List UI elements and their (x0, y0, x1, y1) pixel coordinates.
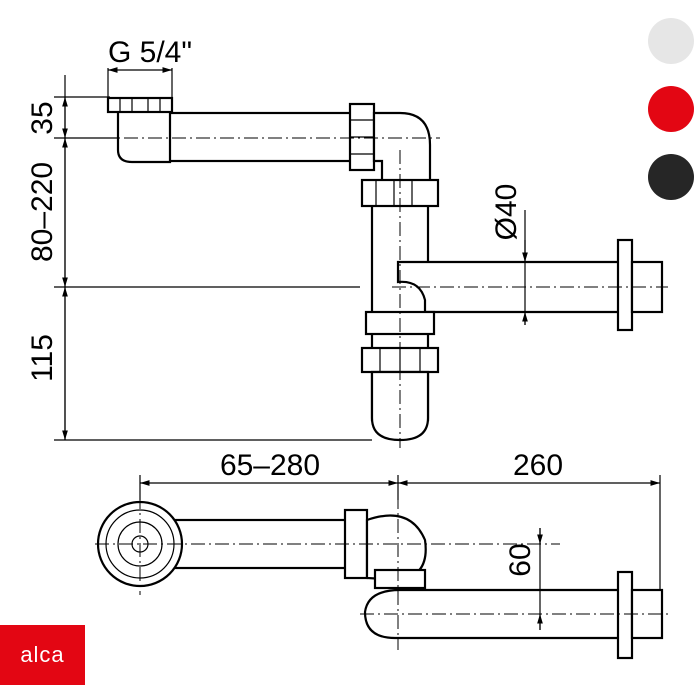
diameter-label: Ø40 (490, 184, 523, 241)
color-swatch-black[interactable] (648, 154, 694, 200)
side-view: 35 80–220 115 G 5/4" Ø40 (26, 36, 668, 448)
dim-offset-label: 60 (504, 543, 537, 576)
color-swatch-white[interactable] (648, 18, 694, 64)
brand-logo-text: alca (20, 642, 65, 667)
bottom-cup (370, 370, 430, 442)
down-elbow (372, 111, 432, 187)
top-riser (373, 568, 427, 590)
wall-flange (616, 238, 634, 332)
dim-adjust-height-label: 80–220 (26, 162, 59, 262)
thread-size-label: G 5/4" (108, 36, 192, 69)
top-view: 65–280 260 60 (95, 449, 668, 660)
top-wall-flange (616, 570, 634, 660)
color-swatch-red[interactable] (648, 86, 694, 132)
dim-outlet-label: 260 (513, 449, 563, 482)
brand-logo: alca (0, 625, 85, 685)
dim-bottom-label: 115 (26, 334, 59, 382)
dim-top-label: 35 (26, 101, 59, 134)
inlet-elbow (116, 108, 172, 164)
inlet-nut (106, 96, 174, 114)
inlet-pipe (163, 111, 362, 163)
dim-horizontal-label: 65–280 (220, 449, 320, 482)
